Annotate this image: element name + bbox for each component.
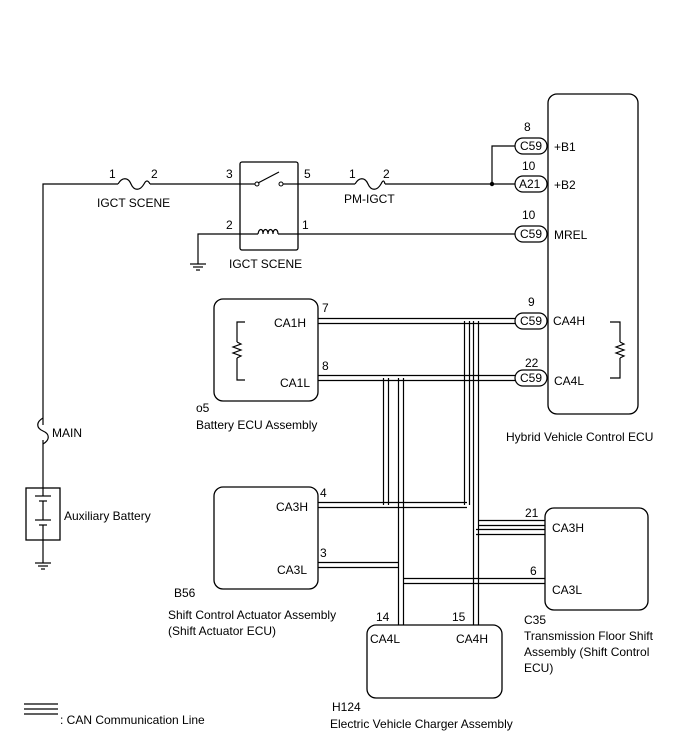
ground-icon <box>190 263 206 271</box>
svg-text:CA4H: CA4H <box>456 632 488 646</box>
svg-text:3: 3 <box>226 167 233 181</box>
svg-text:ECU): ECU) <box>524 661 553 675</box>
svg-text:CA4L: CA4L <box>554 374 584 388</box>
svg-text:3: 3 <box>320 546 327 560</box>
svg-text:6: 6 <box>530 564 537 578</box>
svg-text:(Shift Actuator ECU): (Shift Actuator ECU) <box>168 624 276 638</box>
svg-text:CA3L: CA3L <box>552 583 582 597</box>
svg-text:IGCT SCENE: IGCT SCENE <box>229 257 302 271</box>
svg-text:10: 10 <box>522 208 536 222</box>
svg-text:+B2: +B2 <box>554 178 576 192</box>
svg-text:o5: o5 <box>196 401 210 415</box>
svg-text:22: 22 <box>525 356 539 370</box>
svg-text:: CAN Communication Line: : CAN Communication Line <box>60 713 205 727</box>
can-bus <box>318 317 553 625</box>
svg-text:B56: B56 <box>174 586 196 600</box>
svg-text:CA1H: CA1H <box>274 316 306 330</box>
svg-text:9: 9 <box>528 295 535 309</box>
svg-text:MAIN: MAIN <box>52 426 82 440</box>
svg-text:8: 8 <box>322 359 329 373</box>
battery-ecu-assembly: CA1H CA1L 7 8 o5 Battery ECU Assembly <box>196 298 329 432</box>
transmission-floor-shift-assembly: CA3H CA3L 21 6 C35 Transmission Floor Sh… <box>524 506 654 675</box>
svg-text:CA3H: CA3H <box>552 521 584 535</box>
fuse-pm-igct: 1 2 PM-IGCT <box>344 167 395 206</box>
svg-text:1: 1 <box>109 167 116 181</box>
svg-text:14: 14 <box>376 610 390 624</box>
svg-text:10: 10 <box>522 159 536 173</box>
svg-text:H124: H124 <box>332 700 361 714</box>
svg-text:C59: C59 <box>520 314 542 328</box>
svg-text:Shift Control Actuator Assembl: Shift Control Actuator Assembly <box>168 608 336 622</box>
auxiliary-battery: Auxiliary Battery <box>25 487 151 563</box>
fuse-main: MAIN <box>37 417 82 445</box>
svg-text:+B1: +B1 <box>554 140 576 154</box>
svg-text:Electric Vehicle Charger Assem: Electric Vehicle Charger Assembly <box>330 717 513 731</box>
shift-control-actuator-assembly: CA3H CA3L 4 3 B56 Shift Control Actuator… <box>168 486 336 638</box>
svg-text:MREL: MREL <box>554 228 588 242</box>
terminating-resistor <box>610 321 626 379</box>
svg-text:CA3L: CA3L <box>277 563 307 577</box>
ecu-pin: C59 9 CA4H <box>514 295 585 330</box>
legend: : CAN Communication Line <box>24 703 205 727</box>
ecu-pin: C59 22 CA4L <box>514 356 584 388</box>
svg-text:15: 15 <box>452 610 466 624</box>
svg-text:PM-IGCT: PM-IGCT <box>344 192 395 206</box>
svg-text:Assembly (Shift Control: Assembly (Shift Control <box>524 645 649 659</box>
ecu-pin: A21 10 +B2 <box>514 159 576 193</box>
svg-text:2: 2 <box>151 167 158 181</box>
svg-text:CA1L: CA1L <box>280 376 310 390</box>
svg-text:4: 4 <box>320 486 327 500</box>
svg-text:CA4L: CA4L <box>370 632 400 646</box>
svg-text:8: 8 <box>524 120 531 134</box>
svg-text:IGCT SCENE: IGCT SCENE <box>97 196 170 210</box>
svg-text:Transmission Floor Shift: Transmission Floor Shift <box>524 629 654 643</box>
svg-text:CA3H: CA3H <box>276 500 308 514</box>
svg-text:C59: C59 <box>520 371 542 385</box>
relay-igct-scene: 3 5 2 1 IGCT SCENE <box>226 161 311 271</box>
svg-text:Battery ECU Assembly: Battery ECU Assembly <box>196 418 317 432</box>
svg-text:1: 1 <box>302 218 309 232</box>
svg-text:CA4H: CA4H <box>553 314 585 328</box>
hybrid-vehicle-control-ecu: Hybrid Vehicle Control ECU <box>506 93 653 444</box>
svg-text:Auxiliary Battery: Auxiliary Battery <box>64 509 151 523</box>
ecu-pin: C59 8 +B1 <box>514 120 576 155</box>
fuse-igct-scene: 1 2 IGCT SCENE <box>97 167 170 210</box>
svg-text:7: 7 <box>322 301 329 315</box>
svg-text:5: 5 <box>304 167 311 181</box>
svg-text:21: 21 <box>525 506 539 520</box>
terminating-resistor <box>231 321 245 381</box>
svg-text:C35: C35 <box>524 613 546 627</box>
svg-text:A21: A21 <box>519 177 541 191</box>
electric-vehicle-charger-assembly: CA4L CA4H 14 15 H124 Electric Vehicle Ch… <box>330 610 513 731</box>
svg-text:2: 2 <box>226 218 233 232</box>
ecu-pin: C59 10 MREL <box>514 208 588 243</box>
svg-text:2: 2 <box>383 167 390 181</box>
svg-text:C59: C59 <box>520 227 542 241</box>
svg-text:1: 1 <box>349 167 356 181</box>
svg-text:C59: C59 <box>520 139 542 153</box>
ground-icon <box>35 562 51 570</box>
svg-text:Hybrid Vehicle Control ECU: Hybrid Vehicle Control ECU <box>506 430 653 444</box>
